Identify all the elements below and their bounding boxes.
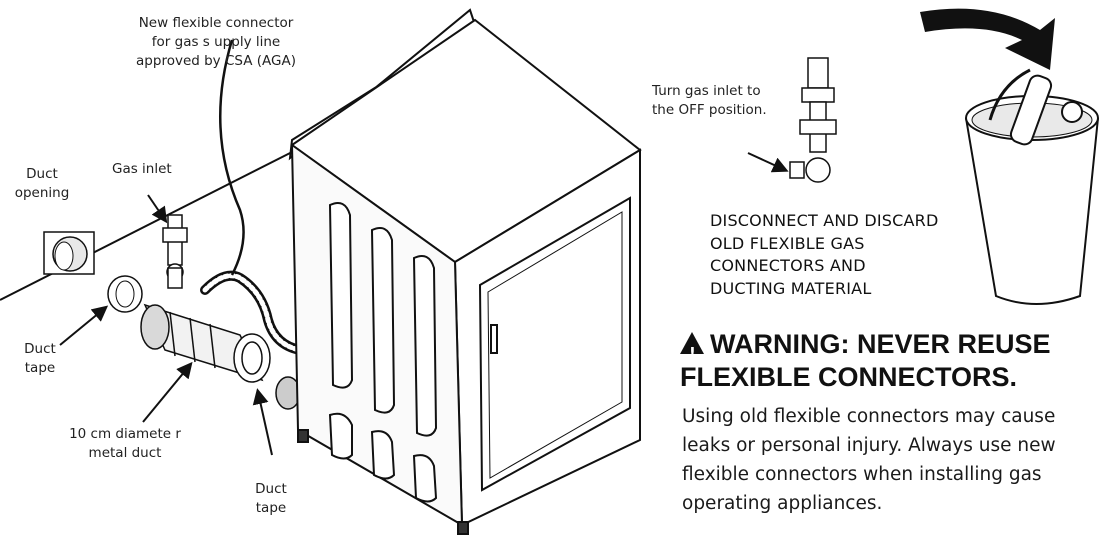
gas-inlet-illustration [162,214,188,289]
warning-body-line: leaks or personal injury. Always use new [682,435,1056,456]
duct-tape-label-line: tape [255,500,287,516]
duct-tape-ring-left [107,275,143,313]
gas-inlet-label: Gas inlet [112,161,172,177]
warning-title: WARNING: NEVER REUSE FLEXIBLE CONNECTORS… [680,328,1051,394]
warning-triangle-icon [680,332,704,370]
duct-opening-label-line: opening [14,185,70,201]
curved-arrow-icon [920,8,1055,71]
duct-tape-label-line: tape [24,360,56,376]
duct-tape-label-bottom: Duct tape [248,480,294,518]
turn-off-label: Turn gas inlet to the OFF position. [652,82,767,120]
instruction-line: OLD FLEXIBLE GAS [710,233,865,253]
metal-duct-label-line: metal duct [88,445,162,461]
warning-title-text: WARNING: NEVER REUSE [710,329,1051,359]
connector-label-line: for gas s upply line [151,34,281,50]
duct-tape-label-line: Duct [255,481,287,497]
warning-body-line: flexible connectors when installing gas [682,464,1042,485]
dryer-illustration [288,8,642,535]
trash-can-icon [965,68,1099,305]
warning-body-line: operating appliances. [682,493,883,514]
metal-duct-illustration [140,303,271,383]
warning-title-line-2: FLEXIBLE CONNECTORS. [680,362,1018,392]
duct-opening-illustration [43,231,95,275]
metal-duct-label: 10 cm diamete r metal duct [50,425,200,463]
warning-body-line: Using old flexible connectors may cause [682,406,1056,427]
disconnect-instruction: DISCONNECT AND DISCARD OLD FLEXIBLE GAS … [710,210,939,300]
duct-tape-label-line: Duct [24,341,56,357]
duct-opening-label: Duct opening [12,165,72,203]
connector-label-line: New flexible connector [138,15,294,31]
duct-opening-label-line: Duct [26,166,58,182]
gas-valve-icon [789,57,837,183]
warning-body: Using old flexible connectors may cause … [682,402,1056,518]
metal-duct-label-line: 10 cm diamete r [69,426,181,442]
instruction-line: DUCTING MATERIAL [710,278,872,298]
instruction-line: DISCONNECT AND DISCARD [710,211,939,230]
instruction-line: CONNECTORS AND [710,256,866,275]
turn-off-label-line: the OFF position. [652,102,767,118]
turn-off-label-line: Turn gas inlet to [652,83,761,99]
duct-tape-label-left: Duct tape [18,340,62,378]
connector-label-line: approved by CSA (AGA) [136,53,296,69]
warning-title-line-1: WARNING: NEVER REUSE [680,328,1051,370]
connector-label: New flexible connector for gas s upply l… [126,14,306,71]
